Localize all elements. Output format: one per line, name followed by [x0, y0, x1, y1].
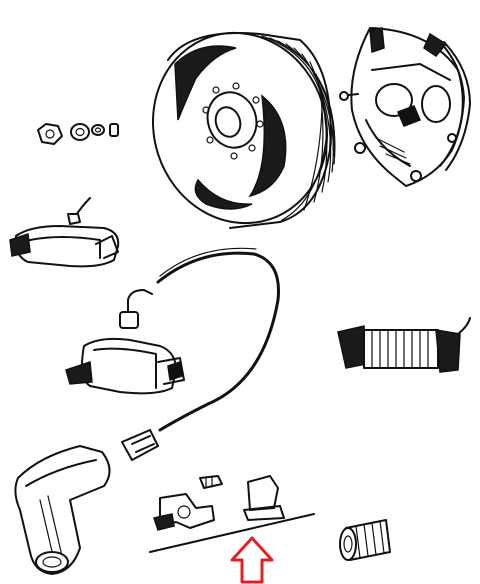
nut-washer-set[interactable] [37, 123, 119, 145]
pickup-coil[interactable] [9, 197, 120, 268]
contact-breaker-set[interactable] [149, 475, 315, 553]
hv-lead[interactable] [156, 247, 280, 432]
stator-plate[interactable] [339, 27, 471, 187]
spacer-sleeve[interactable] [339, 519, 391, 561]
lighting-coil[interactable] [337, 317, 471, 373]
ignition-coil[interactable] [65, 289, 185, 395]
highlight-arrow [230, 536, 274, 584]
flywheel-rotor[interactable] [129, 10, 352, 246]
spark-plug-cap[interactable] [14, 429, 159, 575]
